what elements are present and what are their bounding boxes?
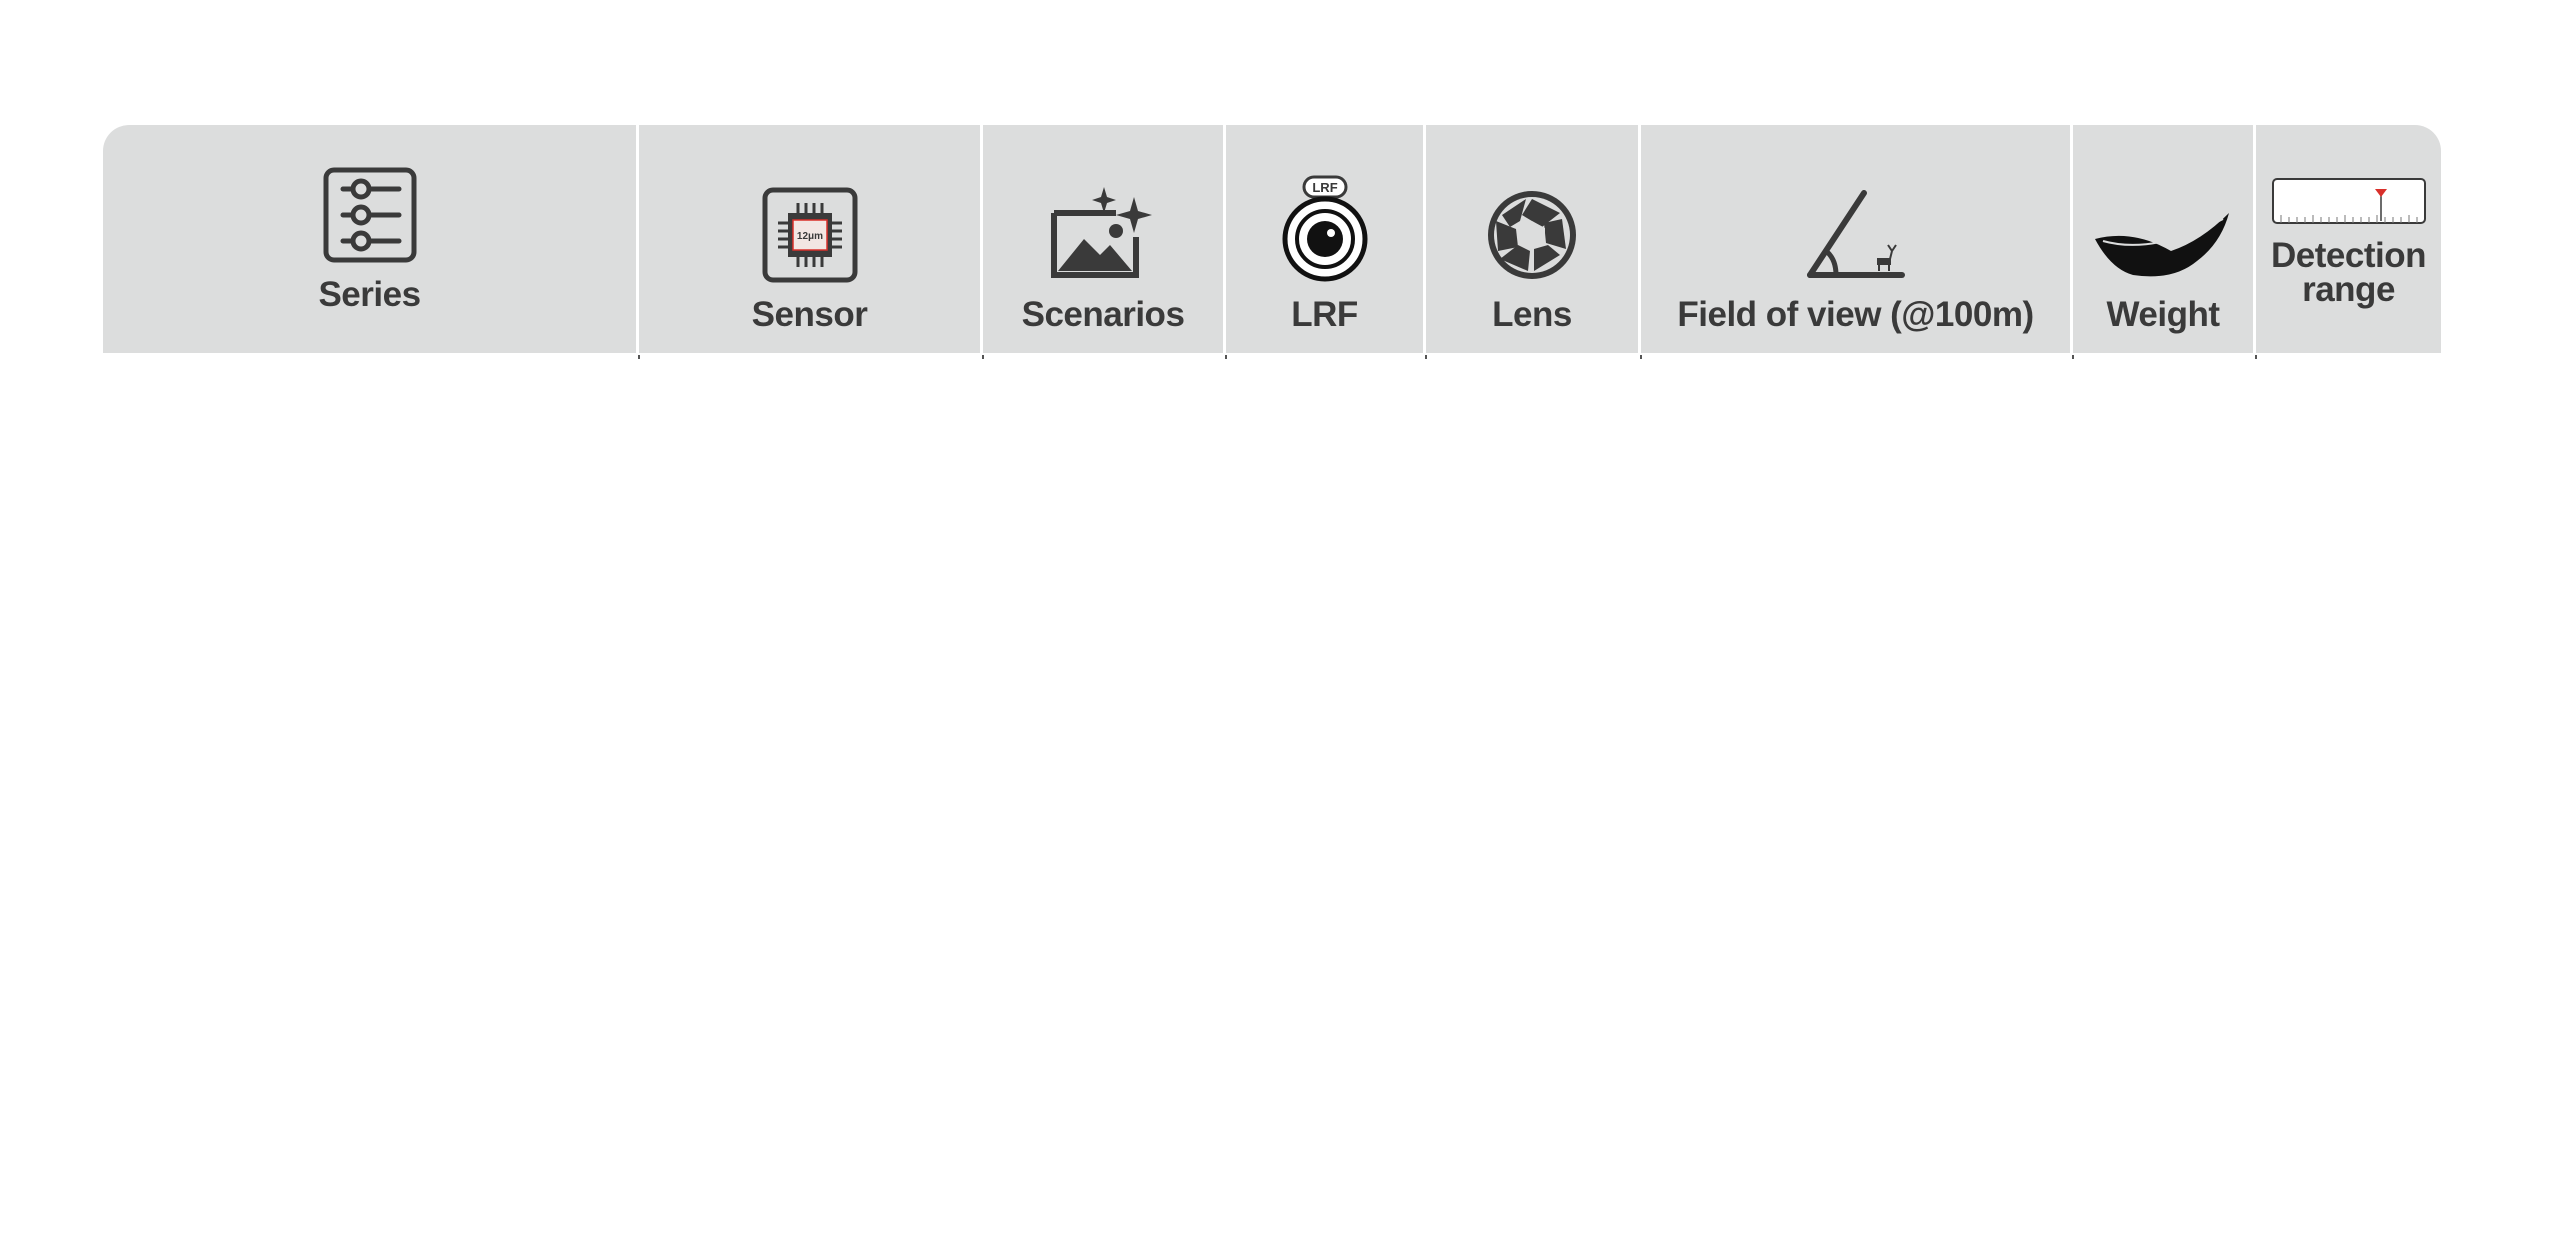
lrf-badge-text: LRF xyxy=(1312,180,1337,195)
header-label-lrf: LRF xyxy=(1291,295,1358,334)
ruler-icon xyxy=(2271,178,2426,224)
header-col-fov[interactable]: Field of view (@100m) xyxy=(1641,125,2073,353)
header-label-sensor: Sensor xyxy=(751,295,868,334)
comparison-table-header: Series 12μm Sensor xyxy=(103,125,2441,353)
lrf-lens-icon: LRF xyxy=(1282,175,1367,282)
header-col-scenarios[interactable]: Scenarios xyxy=(983,125,1226,353)
header-col-detection[interactable]: Detection range xyxy=(2256,125,2441,353)
divider-tick xyxy=(1640,355,1642,359)
sensor-chip-icon: 12μm xyxy=(762,187,857,283)
header-col-series[interactable]: Series xyxy=(103,125,639,353)
sliders-icon xyxy=(323,167,416,263)
header-col-lrf[interactable]: LRF LRF xyxy=(1226,125,1426,353)
header-col-lens[interactable]: Lens xyxy=(1426,125,1641,353)
aperture-icon xyxy=(1488,191,1576,279)
image-sparkle-icon xyxy=(1051,187,1152,278)
header-label-weight: Weight xyxy=(2106,295,2220,334)
divider-tick xyxy=(2072,355,2074,359)
divider-tick xyxy=(638,355,640,359)
header-label-lens: Lens xyxy=(1492,295,1572,334)
header-col-weight[interactable]: Weight xyxy=(2073,125,2256,353)
header-col-sensor[interactable]: 12μm Sensor xyxy=(639,125,983,353)
header-label-detection: Detection range xyxy=(2271,236,2426,309)
divider-tick xyxy=(2255,355,2257,359)
angle-deer-icon xyxy=(1806,190,1905,278)
divider-tick xyxy=(1425,355,1427,359)
divider-tick xyxy=(982,355,984,359)
feather-icon xyxy=(2095,213,2229,277)
sensor-chip-text: 12μm xyxy=(796,231,822,242)
header-label-series: Series xyxy=(318,275,421,314)
header-label-scenarios: Scenarios xyxy=(1021,295,1185,334)
divider-tick xyxy=(1225,355,1227,359)
header-label-fov: Field of view (@100m) xyxy=(1677,295,2034,334)
column-divider-ticks xyxy=(103,353,2441,363)
